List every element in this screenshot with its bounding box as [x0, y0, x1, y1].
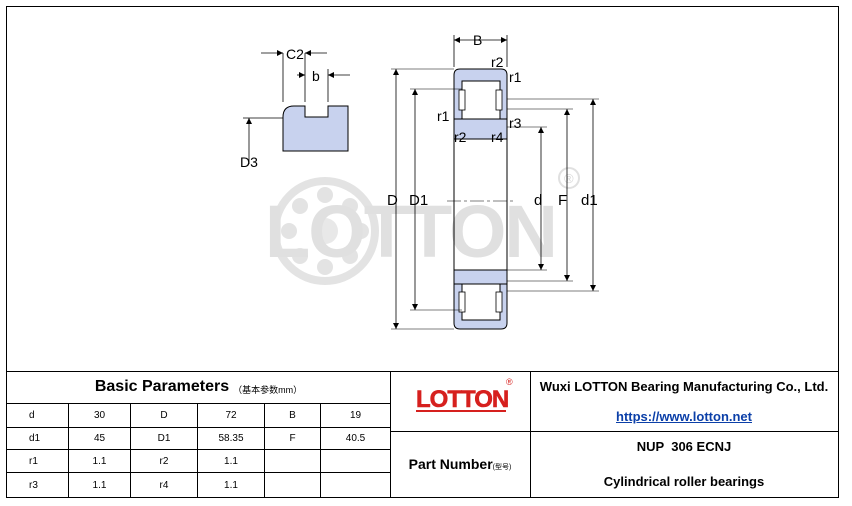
param-value: 1.1 — [92, 455, 107, 467]
param-value: 45 — [93, 433, 106, 444]
label-F: F — [558, 192, 567, 209]
param-name: d1 — [29, 433, 41, 444]
param-name: r4 — [159, 479, 169, 491]
param-value: 1.1 — [224, 455, 238, 467]
param-value: 19 — [349, 410, 362, 421]
watermark: LOTTON ® — [265, 167, 580, 285]
grid-line — [390, 371, 391, 497]
grid-line — [197, 403, 198, 497]
grid-line — [7, 449, 390, 450]
part-number-value: NUP 306 ECNJ — [636, 438, 732, 454]
label-d: d — [534, 192, 542, 209]
label-d1: d1 — [581, 192, 598, 209]
bearing-drawing-svg: LOTTON ® C2 b D3 — [240, 32, 599, 330]
param-value: 30 — [93, 410, 106, 421]
part-number-label-cn: (型号) — [492, 463, 512, 471]
label-B: B — [473, 32, 482, 48]
bearing-drawing: LOTTON ® C2 b D3 — [7, 7, 838, 371]
param-name: D1 — [157, 433, 171, 444]
label-r2-mid: r2 — [454, 129, 467, 145]
label-D1: D1 — [409, 192, 428, 209]
part-number-label-text: Part Number — [408, 456, 493, 472]
grid-line — [530, 371, 531, 497]
label-r1-top: r1 — [509, 69, 522, 85]
label-d3: D3 — [240, 154, 258, 170]
grid-line — [390, 431, 838, 432]
lotton-logo: LOTTON ® — [390, 371, 530, 431]
bearing-type: Cylindrical roller bearings — [603, 473, 765, 489]
grid-line — [320, 403, 321, 497]
grid-line — [7, 472, 390, 473]
param-name: d — [29, 410, 35, 421]
lotton-logo-svg: LOTTON ® — [416, 377, 513, 413]
param-name: B — [289, 410, 296, 421]
title-block: Basic Parameters （基本参数mm） d 30 D 72 B 19… — [7, 371, 838, 497]
label-D: D — [387, 192, 398, 209]
param-value: 40.5 — [345, 433, 366, 444]
label-b: b — [312, 68, 320, 84]
grid-line — [68, 403, 69, 497]
label-r2-top: r2 — [491, 54, 504, 70]
lip-detail: C2 b D3 — [240, 46, 350, 170]
grid-line — [7, 427, 390, 428]
param-name: F — [289, 433, 296, 444]
basic-title-text: Basic Parameters — [94, 378, 230, 395]
grid-line — [7, 403, 390, 404]
param-value: 1.1 — [224, 479, 238, 491]
basic-parameters-title: Basic Parameters （基本参数mm） — [7, 371, 390, 403]
param-value: 72 — [225, 410, 237, 421]
drawing-frame — [6, 6, 839, 498]
param-name: r2 — [159, 455, 169, 467]
label-r1-mid: r1 — [437, 108, 450, 124]
label-r4: r4 — [491, 129, 504, 145]
grid-line — [264, 403, 265, 497]
grid-line — [130, 403, 131, 497]
logo-registered: ® — [506, 377, 513, 387]
company-url-link[interactable]: https://www.lotton.net — [616, 408, 752, 424]
logo-text: LOTTON — [416, 386, 508, 413]
basic-title-cn: （基本参数mm） — [233, 384, 303, 395]
part-number-label: Part Number (型号) — [390, 431, 530, 497]
grid-line — [7, 371, 838, 372]
watermark-registered: ® — [564, 171, 574, 186]
param-name: r3 — [29, 479, 38, 491]
watermark-brand: LOTTON — [265, 190, 556, 273]
param-name: r1 — [29, 455, 38, 467]
param-value: 58.35 — [218, 433, 244, 444]
label-c2: C2 — [286, 46, 304, 62]
param-value: 1.1 — [92, 479, 107, 491]
label-r3: r3 — [509, 115, 522, 131]
company-name: Wuxi LOTTON Bearing Manufacturing Co., L… — [539, 378, 829, 394]
param-name: D — [160, 410, 168, 421]
bearing-section: B r2 r1 r1 r3 r2 r4 D D1 d F d1 — [387, 32, 599, 330]
